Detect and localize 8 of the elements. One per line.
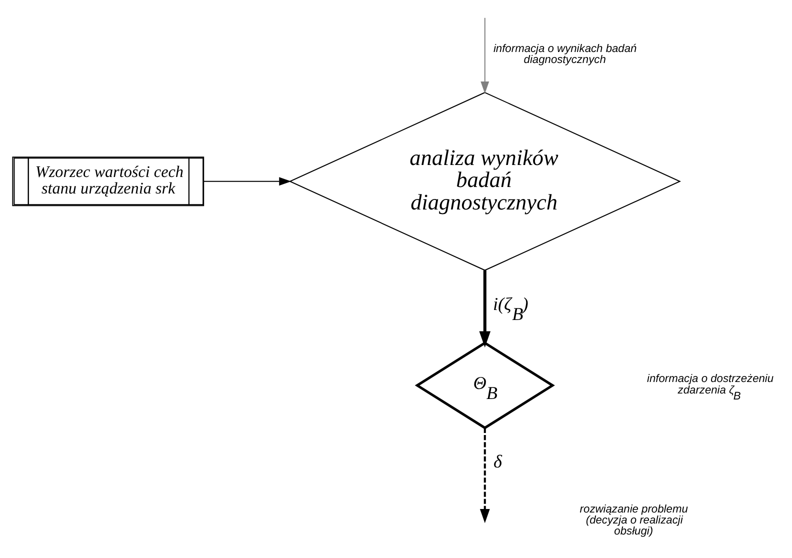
edge-label: δ bbox=[493, 451, 502, 472]
edge-label: informacja o wynikach badań diagnostycznych bbox=[493, 42, 637, 66]
arrow bbox=[479, 270, 491, 347]
node-diamond: analiza wyników badań diagnostycznych bbox=[288, 91, 682, 270]
label: rozwiązanie problemu (decyzja o realizacji obsługi) bbox=[580, 502, 688, 538]
arrow bbox=[480, 17, 490, 94]
arrow bbox=[480, 428, 490, 523]
arrow bbox=[204, 176, 292, 186]
